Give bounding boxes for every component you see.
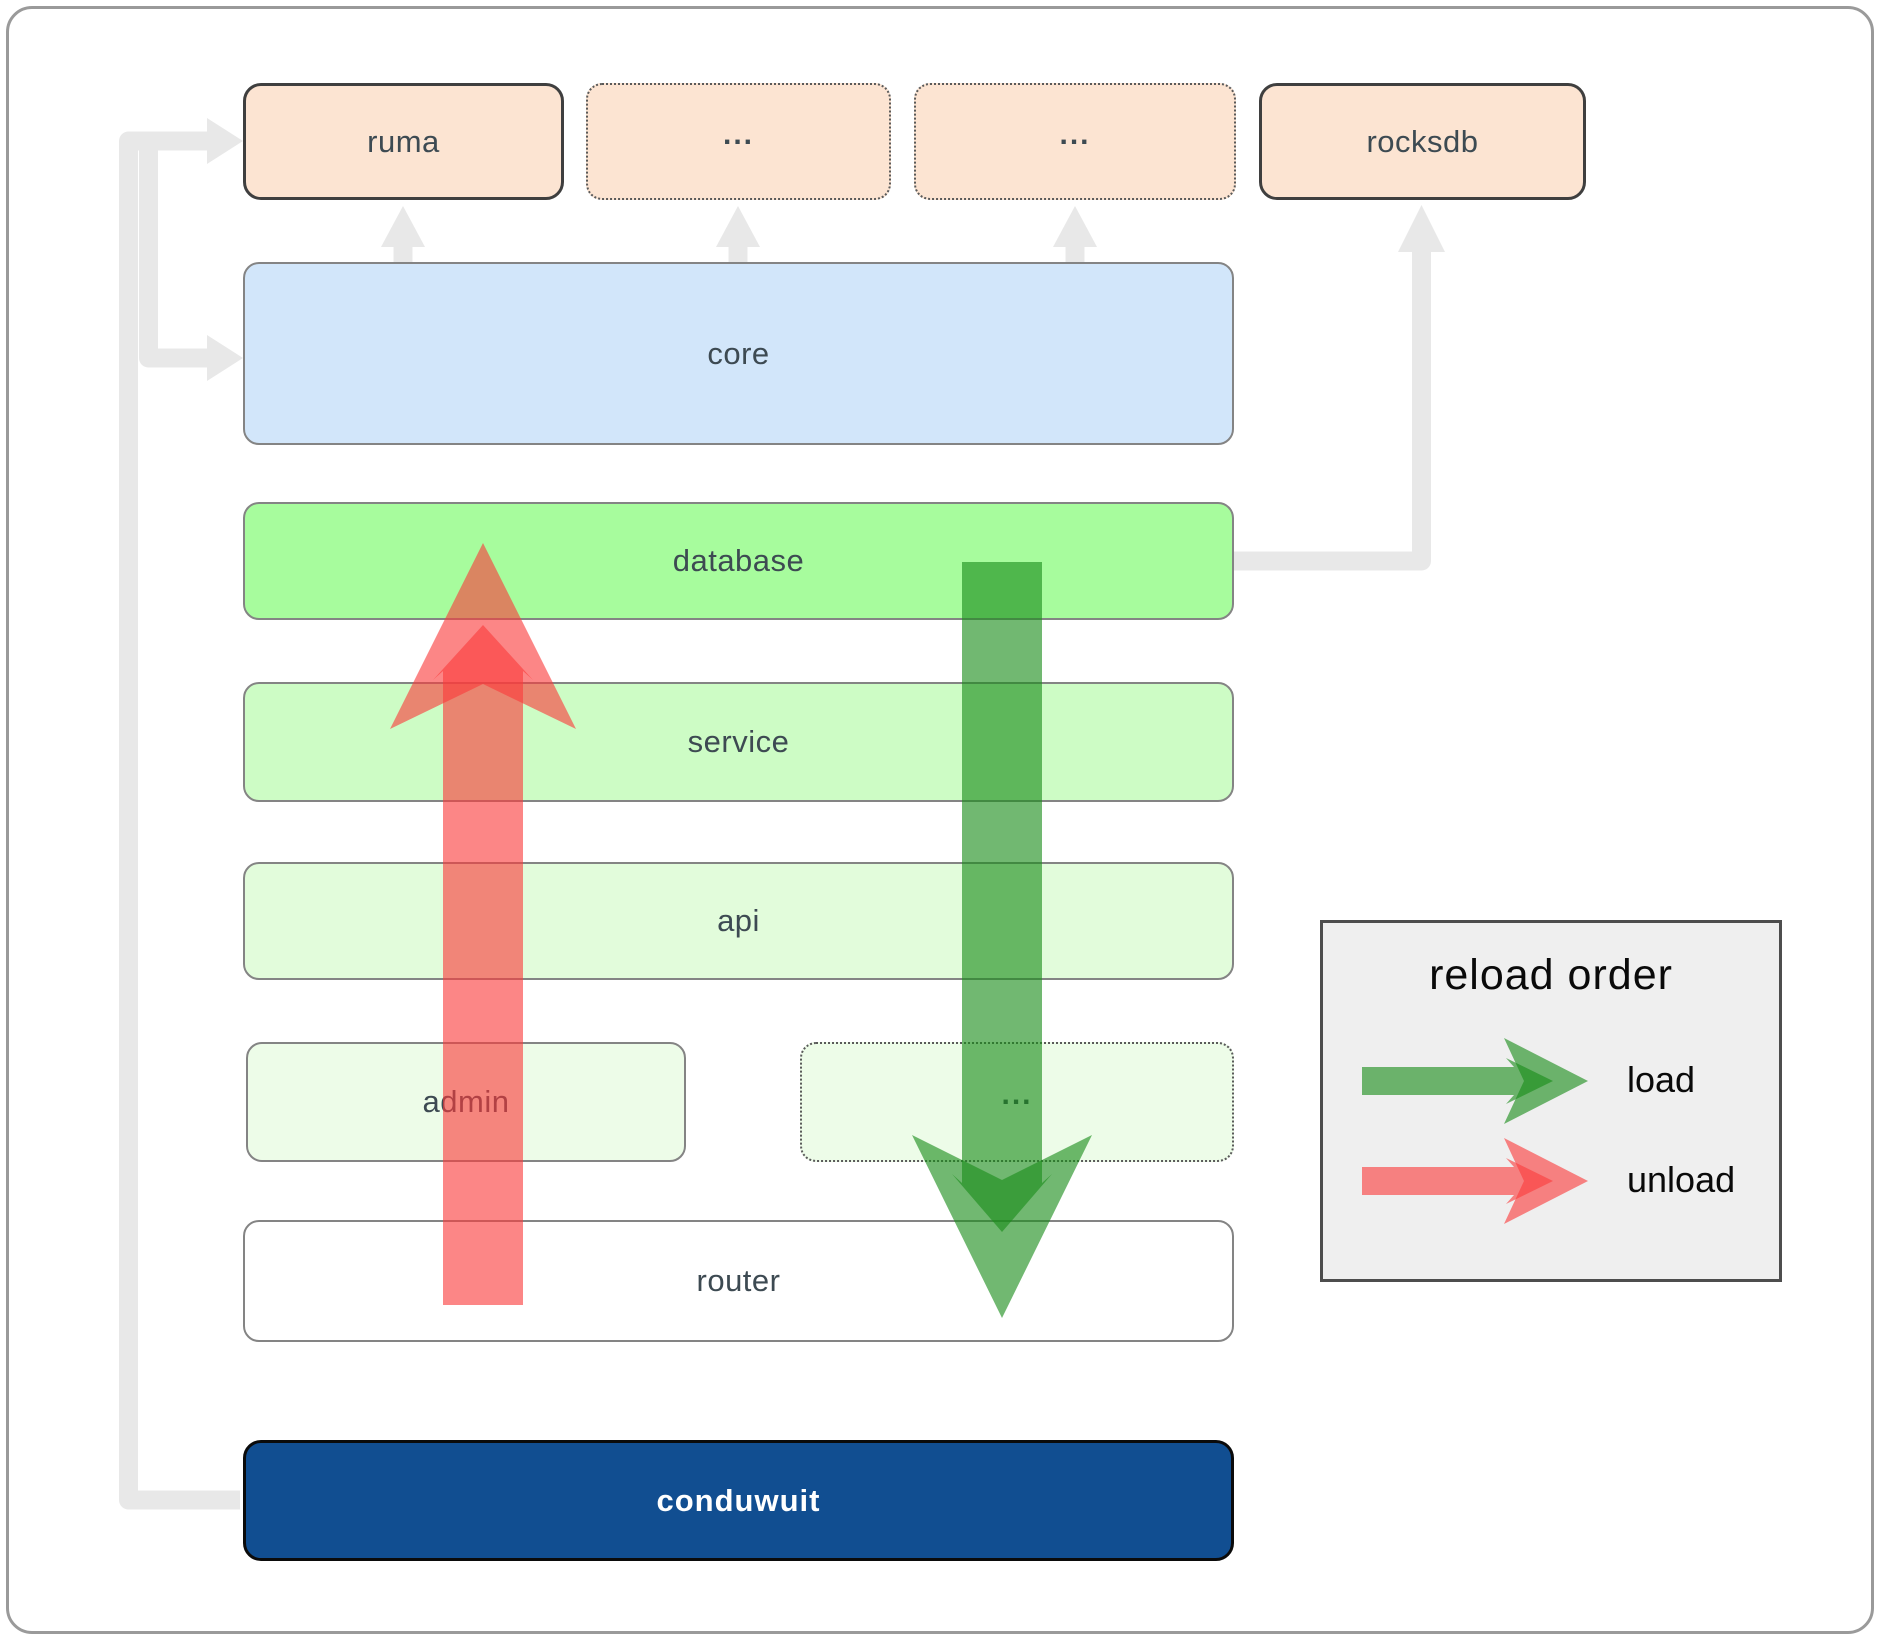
box-conduwuit-label: conduwuit [656,1482,821,1518]
box-dots-3-label: ... [1001,1078,1033,1111]
box-rocksdb: rocksdb [1259,83,1586,200]
box-rocksdb-label: rocksdb [1366,123,1479,159]
box-database: database [243,502,1234,620]
box-ruma: ruma [243,83,564,200]
diagram-outer-border [6,6,1874,1634]
box-ruma-label: ruma [367,123,440,159]
box-api-label: api [717,903,760,938]
box-router: router [243,1220,1234,1342]
legend-unload-label: unload [1627,1159,1736,1200]
box-dots-1-label: ... [722,117,754,151]
box-admin-label: admin [422,1084,510,1119]
box-conduwuit: conduwuit [243,1440,1234,1561]
legend: reload order [1320,920,1782,1282]
box-api: api [243,862,1234,980]
box-router-label: router [696,1263,781,1298]
box-database-label: database [672,543,805,578]
box-service-label: service [687,724,790,759]
box-dots-1: ... [586,83,891,200]
box-admin: admin [246,1042,686,1162]
legend-load-label: load [1627,1059,1696,1100]
box-core-label: core [707,335,770,371]
box-service: service [243,682,1234,802]
box-dots-2: ... [914,83,1236,200]
box-dots-3: ... [800,1042,1234,1162]
box-core: core [243,262,1234,445]
box-dots-2-label: ... [1059,117,1091,151]
legend-title: reload order [1429,951,1673,999]
